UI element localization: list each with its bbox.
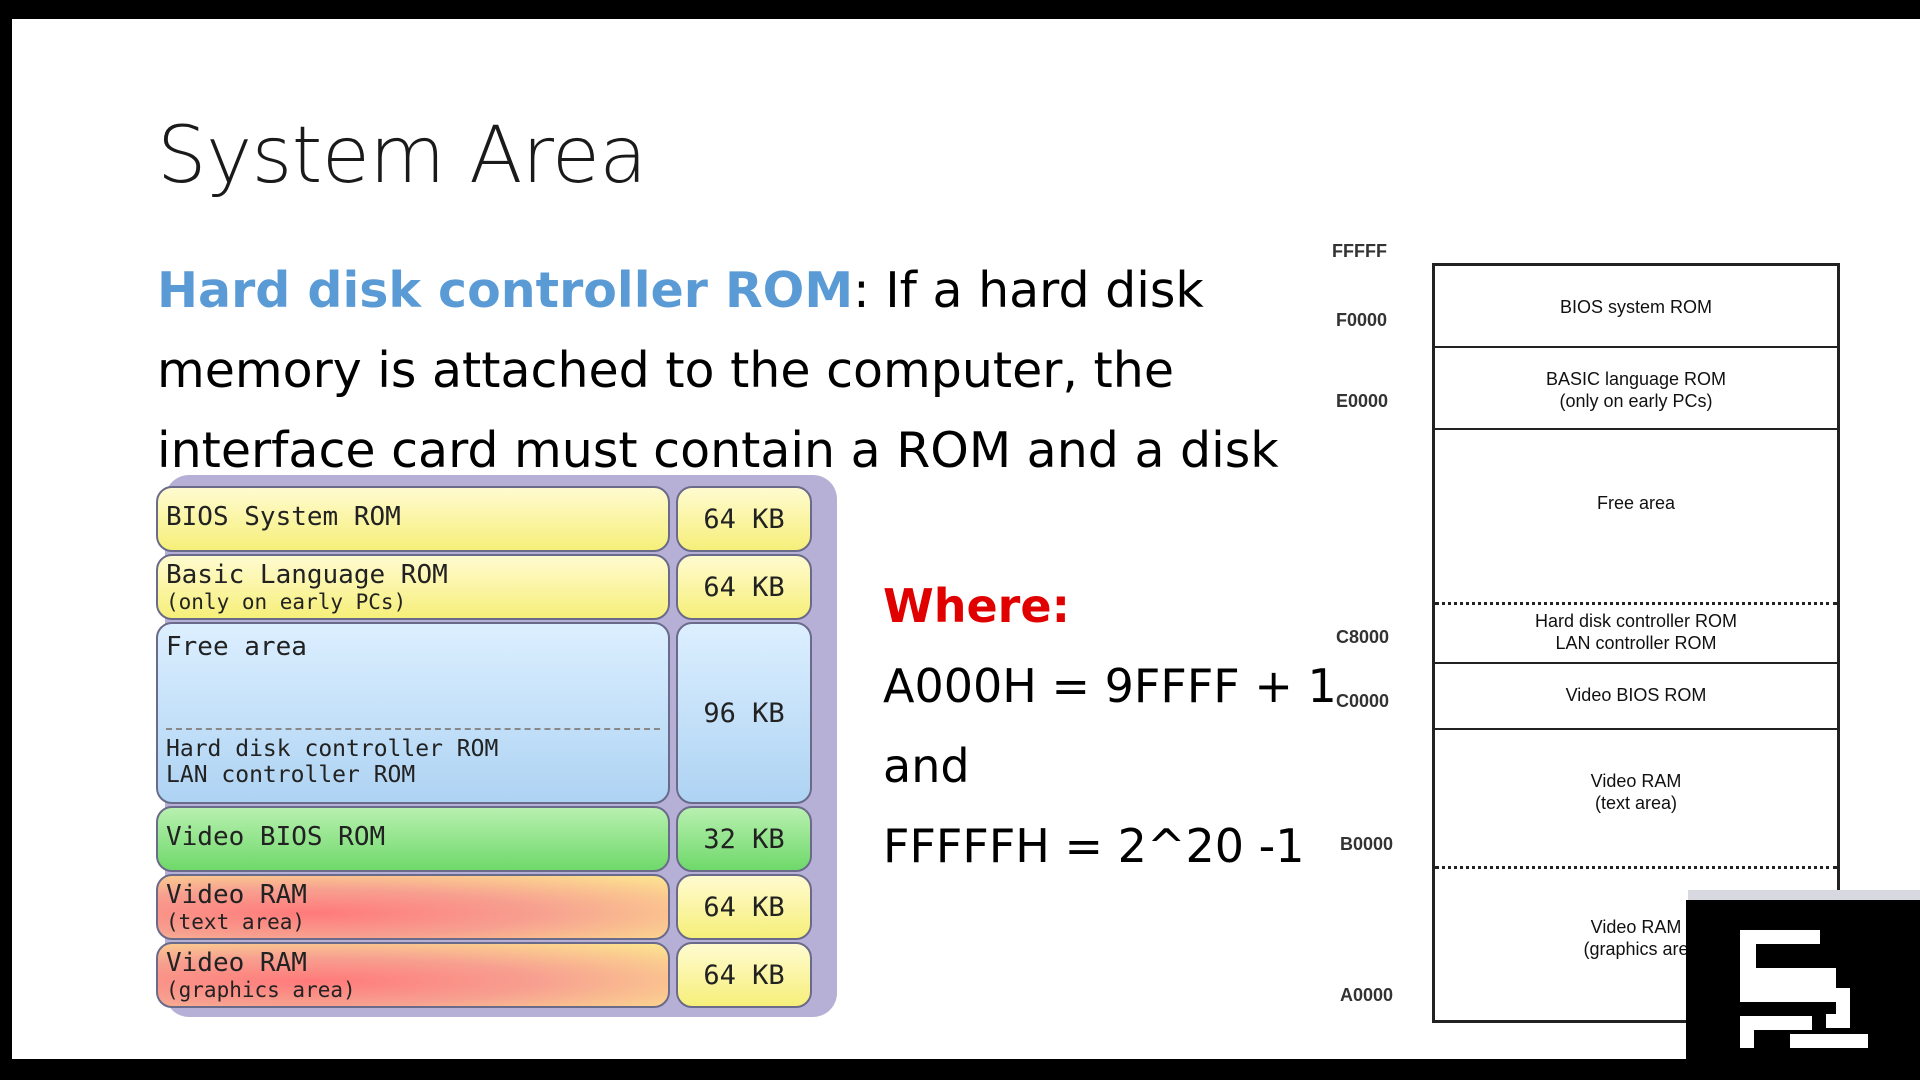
map-row-label: Free area — [1596, 493, 1676, 513]
address-label: B0000 — [1340, 834, 1394, 854]
block-label: BIOS System ROM — [166, 502, 401, 532]
address-label: C8000 — [1336, 627, 1390, 647]
map-row-sublabel: (only on early PCs) — [1559, 391, 1713, 411]
where-line-3: FFFFFH = 2^20 -1 — [883, 819, 1305, 873]
block-label: Video RAM — [166, 948, 307, 978]
map-row-hdc: Hard disk controller ROM LAN controller … — [1435, 604, 1837, 664]
map-row-label: BASIC language ROM — [1545, 369, 1727, 389]
map-row-sublabel: LAN controller ROM — [1555, 633, 1717, 653]
block-sublabel: (graphics area) — [166, 978, 356, 1002]
map-row-video-ram-text: Video RAM (text area) — [1435, 730, 1837, 866]
where-line-1: A000H = 9FFFF + 1 — [883, 659, 1337, 713]
slide: System Area Hard disk controller ROM: If… — [12, 19, 1920, 1059]
block-label: Hard disk controller ROM — [166, 736, 499, 762]
map-row-sublabel: (graphics are — [1583, 939, 1689, 959]
address-label: A0000 — [1340, 985, 1394, 1005]
memory-map-diagram: BIOS system ROM BASIC language ROM (only… — [1432, 263, 1840, 1023]
block-video-bios-rom: Video BIOS ROM — [156, 806, 670, 872]
block-basic-language-rom: Basic Language ROM (only on early PCs) — [156, 554, 670, 620]
block-label: Basic Language ROM — [166, 560, 448, 590]
memory-blocks-diagram: BIOS System ROM 64 KB Basic Language ROM… — [140, 460, 840, 1020]
address-label: C0000 — [1336, 691, 1390, 711]
map-row-label: Video RAM — [1590, 771, 1682, 791]
block-free-area: Free area Hard disk controller ROM LAN c… — [156, 622, 670, 804]
map-row-basic: BASIC language ROM (only on early PCs) — [1435, 348, 1837, 430]
block-label: Free area — [166, 632, 307, 662]
block-size: 64 KB — [676, 486, 812, 552]
block-label: LAN controller ROM — [166, 762, 416, 788]
address-label: E0000 — [1336, 391, 1389, 411]
map-row-label: Hard disk controller ROM — [1534, 611, 1738, 631]
block-size: 32 KB — [676, 806, 812, 872]
where-heading: Where: — [883, 579, 1070, 633]
block-size: 64 KB — [676, 942, 812, 1008]
map-row-sublabel: (text area) — [1594, 793, 1678, 813]
dashed-divider — [166, 728, 660, 730]
address-label: FFFFF — [1332, 241, 1387, 261]
where-line-2: and — [883, 739, 970, 793]
brand-logo-icon — [1686, 900, 1920, 1080]
map-row-video-bios: Video BIOS ROM — [1435, 664, 1837, 730]
block-label: Video BIOS ROM — [166, 822, 386, 852]
block-size: 64 KB — [676, 554, 812, 620]
map-dotted-divider — [1435, 602, 1837, 605]
block-size: 64 KB — [676, 874, 812, 940]
block-sublabel: (text area) — [166, 910, 306, 934]
block-video-ram-graphics: Video RAM (graphics area) — [156, 942, 670, 1008]
highlight-term: Hard disk controller ROM — [157, 262, 854, 319]
block-sublabel: (only on early PCs) — [166, 590, 407, 614]
map-row-label: Video BIOS ROM — [1565, 685, 1707, 705]
block-size: 96 KB — [676, 622, 812, 804]
map-row-bios: BIOS system ROM — [1435, 266, 1837, 348]
map-row-video-ram-graphics: Video RAM (graphics are — [1435, 868, 1837, 1018]
map-row-label: BIOS system ROM — [1559, 297, 1712, 317]
block-video-ram-text: Video RAM (text area) — [156, 874, 670, 940]
map-row-free: Free area — [1435, 430, 1837, 602]
block-bios-system-rom: BIOS System ROM — [156, 486, 670, 552]
block-label: Video RAM — [166, 880, 307, 910]
address-label: F0000 — [1336, 310, 1388, 330]
map-dotted-divider — [1435, 866, 1837, 869]
slide-title: System Area — [157, 111, 647, 201]
map-row-label: Video RAM — [1590, 917, 1682, 937]
